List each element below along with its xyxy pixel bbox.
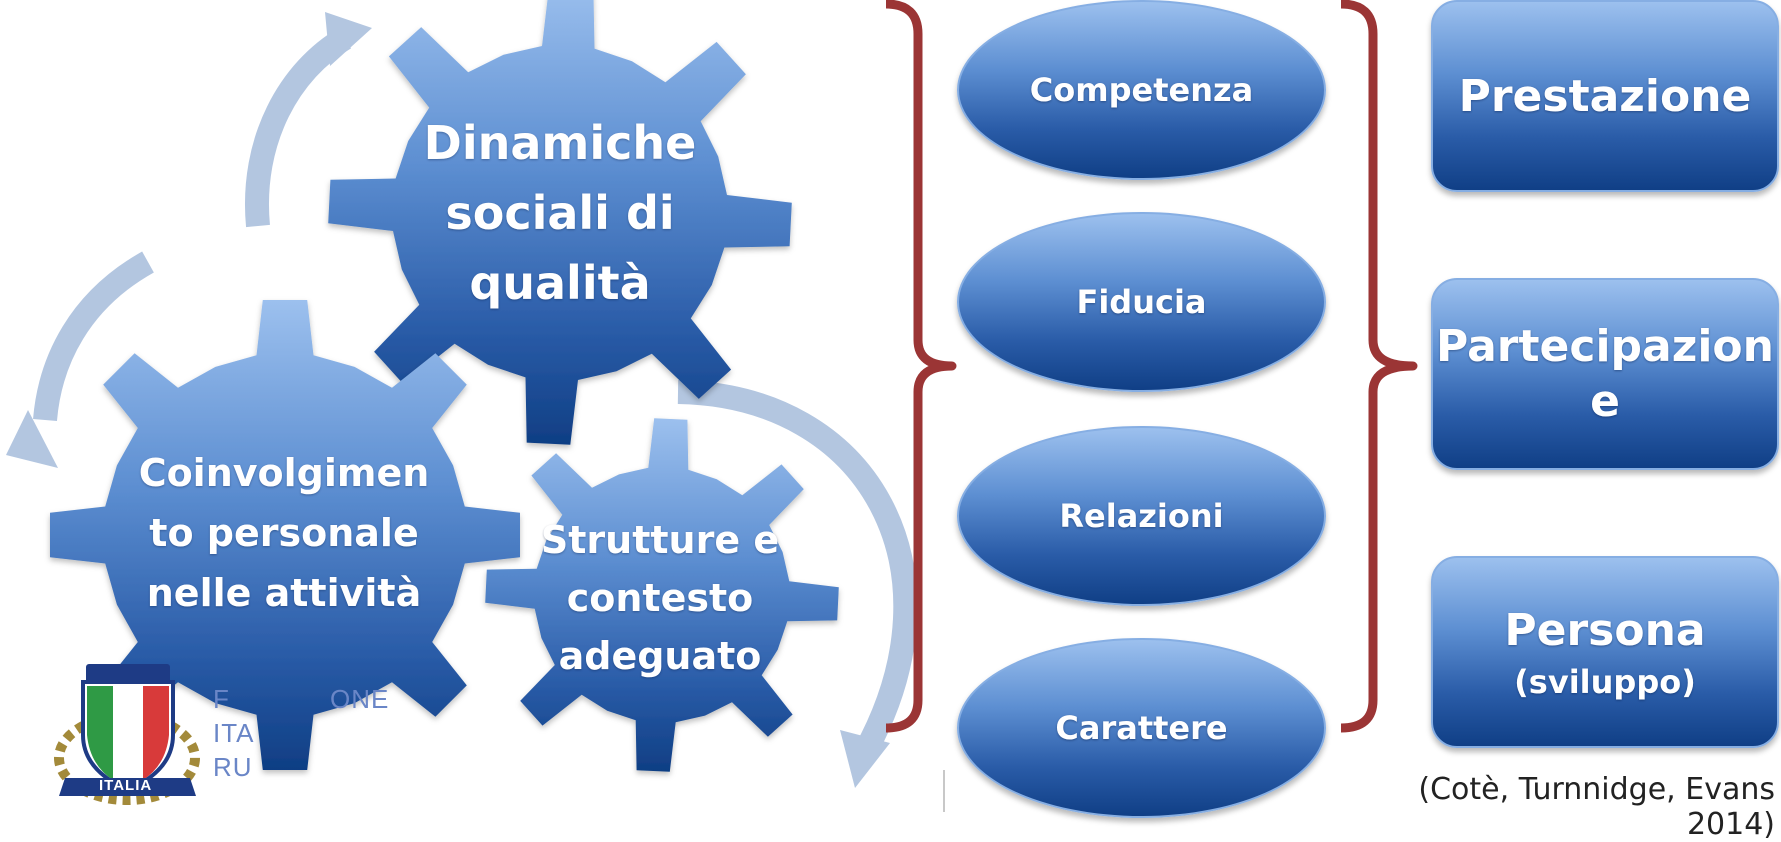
cycle-arrows xyxy=(33,27,918,758)
left-bracket xyxy=(885,0,957,733)
gear-dinamiche-line-2: sociali di xyxy=(445,186,675,240)
arrow-left-head xyxy=(6,410,58,468)
gear-strutture xyxy=(485,418,839,772)
arrow-top xyxy=(245,27,352,228)
gear-coinvolgimento xyxy=(50,300,520,770)
result-partecipazione-line-1: Partecipazion xyxy=(1436,321,1774,372)
gear-dinamiche xyxy=(328,0,792,445)
gear-dinamiche-line-1: Dinamiche xyxy=(423,116,697,170)
result-persona-label: Persona xyxy=(1504,604,1706,656)
gear-coinvolgimento-line-1: Coinvolgimen xyxy=(138,450,430,495)
gear-coinvolgimento-shape xyxy=(50,300,520,770)
gear-dinamiche-shape xyxy=(328,0,792,445)
oval-fiducia: Fiducia xyxy=(957,212,1326,392)
oval-carattere: Carattere xyxy=(957,638,1326,818)
gear-strutture-line-1: Strutture e xyxy=(540,517,780,562)
rugby-federation-logo xyxy=(54,664,200,805)
oval-relazioni: Relazioni xyxy=(957,426,1326,606)
oval-competenza: Competenza xyxy=(957,0,1326,180)
arrow-left xyxy=(33,251,154,422)
right-bracket xyxy=(1340,0,1418,733)
logo-text-line-3: RU xyxy=(213,752,253,782)
diagram-canvas xyxy=(6,0,1418,805)
gear-strutture-line-2: contesto xyxy=(566,575,754,620)
result-persona: Persona (sviluppo) xyxy=(1431,556,1779,748)
gear-coinvolgimento-label: Coinvolgimen to personale nelle attività xyxy=(134,440,434,625)
logo-text-line-1a: F xyxy=(213,684,230,714)
oval-carattere-label: Carattere xyxy=(1055,709,1228,747)
gear-dinamiche-label: Dinamiche sociali di qualità xyxy=(410,108,710,318)
oval-competenza-label: Competenza xyxy=(1029,71,1254,109)
result-persona-sub: (sviluppo) xyxy=(1514,662,1696,701)
gear-strutture-line-3: adeguato xyxy=(558,633,762,678)
logo-banner-text: ITALIA xyxy=(99,777,153,794)
gear-strutture-label: Strutture e contesto adeguato xyxy=(540,510,780,685)
arrow-right xyxy=(677,380,918,758)
logo-text-line-2: ITA xyxy=(213,718,255,748)
result-prestazione: Prestazione xyxy=(1431,0,1779,192)
citation: (Cotè, Turnnidge, Evans 2014) xyxy=(1418,772,1775,842)
logo-text-line-1b: ONE xyxy=(330,684,390,714)
arrow-heads xyxy=(6,12,890,788)
oval-fiducia-label: Fiducia xyxy=(1076,283,1207,321)
arrow-right-head xyxy=(840,730,890,788)
gear-strutture-shape xyxy=(485,418,839,772)
result-partecipazione: Partecipazion e xyxy=(1431,278,1779,470)
arrow-top-head xyxy=(325,12,372,66)
gear-coinvolgimento-line-3: nelle attività xyxy=(146,570,422,615)
gear-coinvolgimento-line-2: to personale xyxy=(149,510,419,555)
result-prestazione-label: Prestazione xyxy=(1458,70,1752,122)
separator-line xyxy=(943,770,945,812)
gear-dinamiche-line-3: qualità xyxy=(469,256,651,310)
result-partecipazione-line-2: e xyxy=(1590,376,1620,427)
oval-relazioni-label: Relazioni xyxy=(1059,497,1224,535)
